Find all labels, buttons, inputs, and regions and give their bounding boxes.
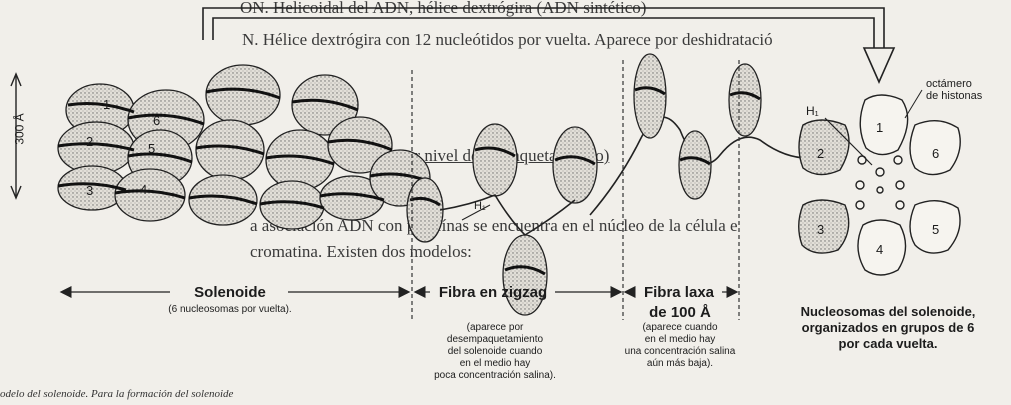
scale-label: 300 Å — [13, 113, 27, 144]
solenoide-sub: (6 nucleosomas por vuelta). — [150, 304, 310, 316]
zigzag-sub-1: (aparece por — [430, 322, 560, 334]
figure-caption: odelo del solenoide. Para la formación d… — [0, 388, 233, 400]
zigzag-sub-5: poca concentración salina). — [430, 370, 560, 382]
zigzag-sub-2: desempaquetamiento — [430, 334, 560, 346]
zigzag-sublabel: (aparece por desempaquetamiento del sole… — [430, 322, 560, 382]
laxa-label: Fibra laxa — [636, 284, 722, 301]
octamer-number-2: 2 — [817, 146, 824, 161]
laxa-label-2: de 100 Å — [620, 304, 740, 321]
laxa-sub-3: una concentración salina — [606, 346, 754, 358]
nucleosomas-line-1: Nucleosomas del solenoide, — [770, 304, 1006, 320]
octamer-number-6: 6 — [932, 146, 939, 161]
octamer-number-5: 5 — [932, 222, 939, 237]
solenoide-title: Solenoide — [194, 284, 266, 301]
nucleosomas-line-2: organizados en grupos de 6 — [770, 320, 1006, 336]
nucleosome-number-5: 5 — [148, 141, 155, 156]
nucleosome-number-6: 6 — [153, 113, 160, 128]
zigzag-sub-4: en el medio hay — [430, 358, 560, 370]
laxa-sub-4: aún más baja). — [606, 358, 754, 370]
zigzag-label: Fibra en zigzag — [432, 284, 554, 302]
zigzag-title: Fibra en zigzag — [439, 284, 547, 301]
laxa-title-1: Fibra laxa — [636, 284, 722, 301]
nucleosome-number-4: 4 — [140, 182, 147, 197]
nucleosome-number-2: 2 — [86, 134, 93, 149]
nucleosome-number-3: 3 — [86, 183, 93, 198]
zigzag-sub-3: del solenoide cuando — [430, 346, 560, 358]
octamer-label-line1: octámero — [926, 78, 982, 90]
nucleosomas-label: Nucleosomas del solenoide, organizados e… — [770, 304, 1006, 352]
laxa-sub-1: (aparece cuando — [606, 322, 754, 334]
octamer-h1-label: H₁ — [806, 104, 819, 118]
laxa-sub-2: en el medio hay — [606, 334, 754, 346]
octamer-label-line2: de histonas — [926, 90, 982, 102]
octamer-number-1: 1 — [876, 120, 883, 135]
nucleosomas-line-3: por cada vuelta. — [770, 336, 1006, 352]
top-hollow-arrow — [203, 8, 894, 82]
solenoide-label: Solenoide — [175, 284, 285, 302]
laxa-sublabel: (aparece cuando en el medio hay una conc… — [606, 322, 754, 370]
octamer-label: octámero de histonas — [926, 78, 982, 102]
nucleosome-number-1: 1 — [103, 97, 110, 112]
solenoide-sublabel: (6 nucleosomas por vuelta). — [150, 304, 310, 316]
laxa-title-2: de 100 Å — [620, 304, 740, 321]
solenoide-cluster — [58, 65, 430, 229]
octamer-number-3: 3 — [817, 222, 824, 237]
zigzag-h1-label: H₁ — [474, 200, 486, 212]
octamer-number-4: 4 — [876, 242, 883, 257]
